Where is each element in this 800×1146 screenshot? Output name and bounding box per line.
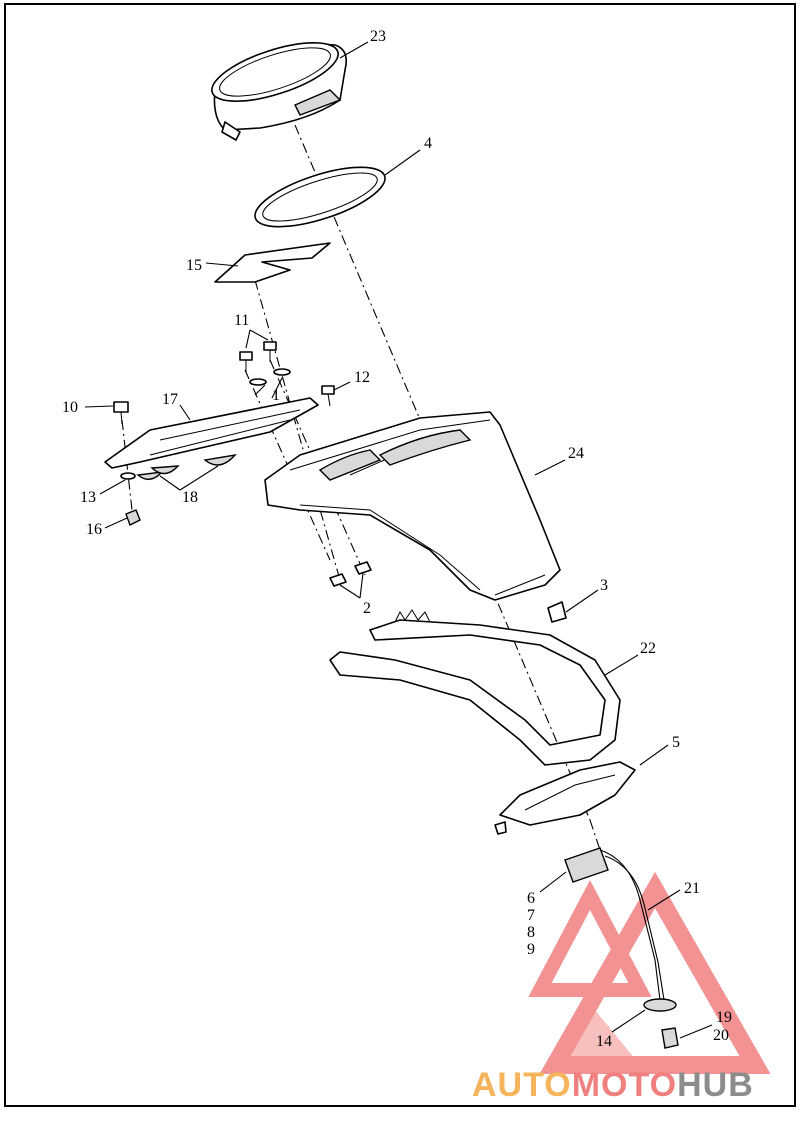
gauge-assembly-part-23[interactable] [205,31,348,141]
screw-part-12[interactable] [321,385,335,407]
callout-1: 1 [272,387,280,404]
watermark-brand: AUTOMOTOHUB [472,1066,754,1105]
seal-trim-part-22[interactable] [329,609,621,766]
callout-9: 9 [527,941,535,958]
callout-16: 16 [86,521,102,538]
callout-10: 10 [62,399,78,416]
callout-3: 3 [600,577,608,594]
trim-panel-part-17[interactable] [104,397,319,469]
callout-11: 11 [234,312,249,329]
gasket-ring-part-4[interactable] [249,155,392,239]
brand-hub: HUB [677,1066,754,1104]
wire-harness-part-21[interactable] [599,849,679,1049]
nut-part-16[interactable] [125,509,141,526]
bracket-part-15[interactable] [214,242,331,283]
callout-22: 22 [640,640,656,657]
watermark-logo [528,871,771,1074]
clip-part-3[interactable] [547,601,567,623]
callout-12: 12 [354,369,370,386]
callout-21: 21 [684,880,700,897]
bottom-cover-part-5[interactable] [494,761,636,835]
brand-moto: MOTO [571,1066,678,1104]
brand-auto: AUTO [472,1066,572,1104]
callout-6: 6 [527,890,535,907]
callout-8: 8 [527,924,535,941]
main-housing-part-24[interactable] [264,411,561,601]
callout-14: 14 [596,1033,612,1050]
callout-labels: 23 4 15 11 1 12 10 17 13 18 16 24 2 3 22… [62,28,732,1050]
callout-18: 18 [182,489,198,506]
leader-lines [84,41,713,1039]
callout-15: 15 [186,257,202,274]
callout-19: 19 [716,1009,732,1026]
clip-nuts-part-2[interactable] [329,561,372,587]
screws-part-11[interactable] [239,341,291,386]
callout-2: 2 [363,600,371,617]
clips-part-18[interactable] [136,453,237,480]
callout-4: 4 [424,135,432,152]
bolt-part-10[interactable] [113,401,129,425]
callout-7: 7 [527,907,535,924]
callout-17: 17 [162,391,178,408]
callout-5: 5 [672,734,680,751]
callout-20: 20 [713,1027,729,1044]
callout-24: 24 [568,445,584,462]
callout-23: 23 [370,28,386,45]
washer-part-13[interactable] [120,472,136,480]
connector-part-6[interactable] [564,847,609,883]
diagram-frame [4,3,796,1107]
callout-13: 13 [80,489,96,506]
